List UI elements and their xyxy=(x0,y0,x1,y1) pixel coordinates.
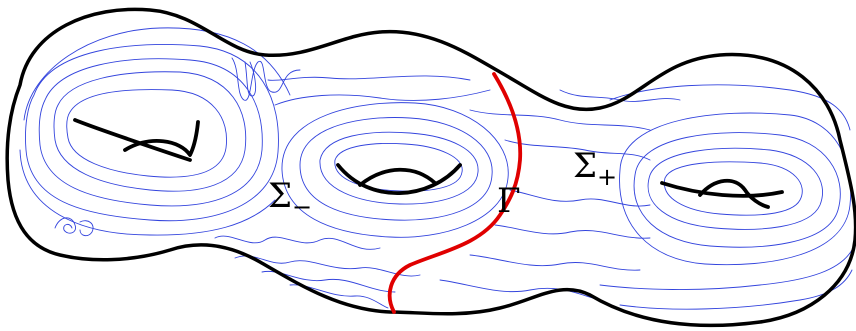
contour-line xyxy=(275,90,490,105)
contour-line xyxy=(67,90,227,178)
contour-line xyxy=(620,113,851,265)
contour-line xyxy=(470,255,640,270)
contour-line xyxy=(648,148,822,229)
surface-holes xyxy=(75,120,782,207)
sigma-minus-label: Σ− xyxy=(268,176,312,221)
contour-lines xyxy=(20,28,852,309)
contour-line xyxy=(268,76,470,80)
right-hole-upper xyxy=(662,183,782,196)
contour-line xyxy=(470,110,650,130)
contour-line xyxy=(610,85,850,130)
contour-line xyxy=(55,218,76,233)
contour-line xyxy=(25,44,278,220)
gamma-label: Γ xyxy=(497,181,521,221)
contour-line xyxy=(634,133,840,248)
contour-line xyxy=(39,59,262,206)
contour-line xyxy=(215,236,380,249)
center-hole-lower xyxy=(360,170,435,185)
contour-line xyxy=(335,143,462,191)
contour-line xyxy=(510,190,650,206)
contour-line xyxy=(495,225,650,238)
contour-line xyxy=(24,28,290,120)
contour-line xyxy=(235,256,420,276)
surface-outline xyxy=(7,9,856,325)
left-hole-upper xyxy=(75,120,190,160)
